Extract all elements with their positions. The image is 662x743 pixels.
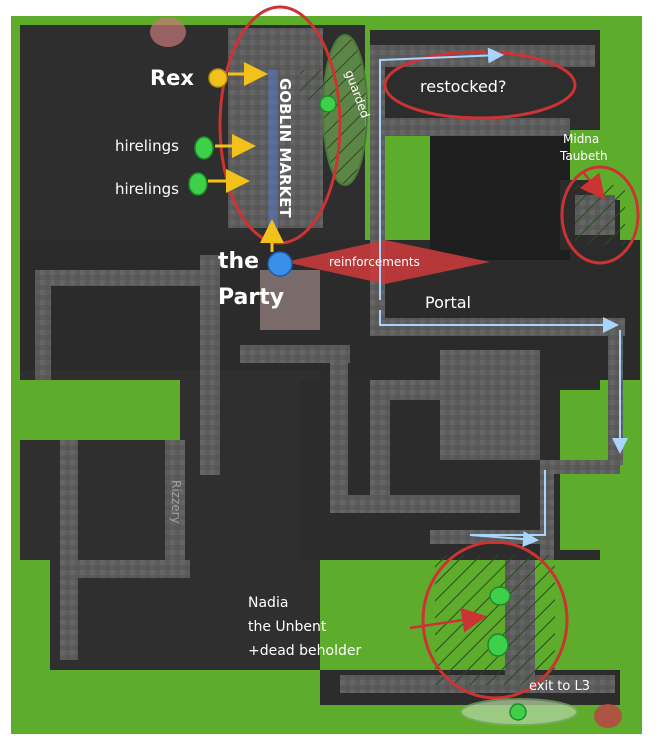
nadia-label-2: the Unbent bbox=[248, 619, 327, 635]
market-road bbox=[268, 70, 278, 230]
midna-label: Midna bbox=[563, 132, 599, 146]
nadia-arrow bbox=[409, 607, 487, 633]
hirelings-label-1: hirelings bbox=[115, 137, 179, 155]
nadia-label-3: +dead beholder bbox=[248, 643, 361, 659]
market-hatch bbox=[300, 70, 330, 100]
party-label: Party bbox=[218, 285, 284, 310]
rizzery-label: Rizzery bbox=[169, 480, 183, 524]
portal-label: Portal bbox=[425, 293, 471, 312]
nadia-circle bbox=[421, 540, 569, 700]
exit-label: exit to L3 bbox=[529, 679, 590, 694]
rex-label: Rex bbox=[150, 66, 194, 90]
exit-token[interactable] bbox=[509, 703, 527, 721]
guard-token[interactable] bbox=[319, 95, 337, 113]
goblin-market-label: GOBLIN MARKET bbox=[276, 78, 294, 218]
route-north bbox=[379, 47, 504, 300]
nadia-hatch bbox=[435, 555, 555, 685]
reinforcements-label: reinforcements bbox=[329, 255, 420, 269]
hirelings-label-2: hirelings bbox=[115, 180, 179, 198]
exit-marker bbox=[594, 704, 622, 728]
midna-arrow bbox=[579, 171, 606, 200]
route-southwest bbox=[469, 470, 546, 548]
top-marker bbox=[150, 17, 186, 47]
reinforcements-arrow bbox=[285, 240, 490, 284]
goblin-market-circle bbox=[218, 5, 342, 245]
nadia-token[interactable] bbox=[489, 586, 511, 606]
party-token[interactable] bbox=[267, 251, 293, 277]
hireling-token-2[interactable] bbox=[188, 172, 208, 196]
taubeth-label: Taubeth bbox=[559, 149, 608, 163]
midna-circle bbox=[560, 165, 640, 265]
the-label: the bbox=[218, 249, 259, 274]
restocked-label: restocked? bbox=[420, 77, 506, 96]
nadia-label-1: Nadia bbox=[248, 595, 288, 611]
route-east bbox=[379, 310, 619, 333]
rex-token[interactable] bbox=[208, 68, 228, 88]
beholder-token[interactable] bbox=[487, 633, 509, 657]
restocked-circle bbox=[383, 50, 577, 120]
hireling-token-1[interactable] bbox=[194, 136, 214, 160]
